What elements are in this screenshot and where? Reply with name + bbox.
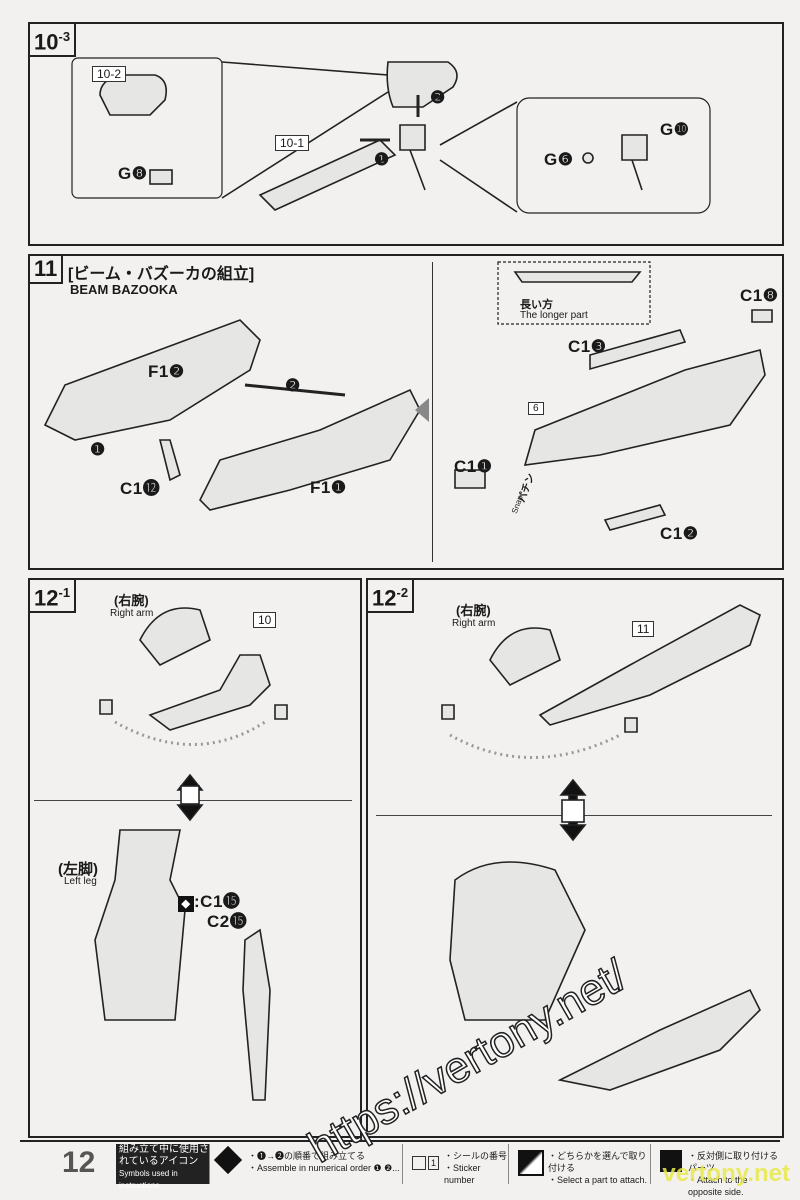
step-12-2-panel [366,578,784,1138]
right-arm-jp: (右腕) [114,593,149,608]
legend-sticker: 1 ・シールの番号 ・Sticker number [406,1144,509,1185]
left-leg [94,829,186,1021]
label-c1-15: ◆:C1⓯ [178,887,240,912]
page-number: 12 [62,1146,96,1179]
order-1: ❶ [90,440,106,459]
part-f1-2 [43,319,261,441]
step-11-title-jp: [ビーム・バズーカの組立] [68,266,255,283]
legend-title: 組み立て中に使用されているアイコン Symbols used in instru… [116,1144,210,1190]
part-g6 [582,152,594,164]
part-11-assembled [538,604,761,726]
right-arm-1 [139,607,211,667]
step-11-panel [28,254,784,570]
step-sub: -1 [58,585,71,600]
detail-box-g6 [516,97,711,214]
instruction-symbols-footer: 12 組み立て中に使用されているアイコン Symbols used in ins… [20,1140,780,1197]
c1-15-text: :C1⓯ [194,892,241,911]
bazooka-lower [557,988,761,1091]
sticker-icon [412,1156,426,1170]
step-12-1-number: 12-1 [28,578,77,614]
legend-opposite: ・反対側に取り付けるパーツ ・Attach to the opposite si… [656,1144,780,1197]
opposite-jp: ・反対側に取り付けるパーツ [688,1151,779,1173]
longer-part-box [497,261,651,325]
part-c1-1 [454,469,486,489]
label-c1-1: C1❶ [454,457,493,476]
step-11-number: 11 [28,254,64,284]
ref-10: 10 [253,612,277,628]
longer-part-en: The longer part [520,310,588,321]
label-c1-3: C1❸ [568,337,607,356]
part-g10 [621,134,648,191]
legend-jp: 組み立て中に使用されているアイコン [119,1144,209,1167]
longer-part-jp: 長い方 [520,299,553,311]
select-icon-2 [561,799,585,823]
watermark-corner: vertony.net [662,1160,790,1187]
sticker-jp: ・シールの番号 [444,1151,508,1161]
right-arm-2 [489,627,561,687]
label-f1-2: F1❷ [148,362,185,381]
label-f1-1: F1❶ [310,478,347,497]
step-num: 12 [372,585,397,611]
label-c2-15: C2⓯ [207,912,248,931]
step-10-3-panel [28,22,784,246]
ref-10-1: 10-1 [275,135,310,151]
detail-box-10-2 [71,57,223,199]
sticker-num-box: 1 [428,1156,440,1170]
label-g6: G❻ [544,150,574,169]
step-11-divider [432,262,433,562]
part-g8 [149,169,173,185]
part-c1-assembled [523,349,766,466]
select-en: ・Select a part to attach. [548,1175,648,1185]
step-11-title-en: BEAM BAZOOKA [70,282,178,297]
part-10-2 [99,74,168,116]
opposite-side-icon [660,1150,682,1172]
opposite-side-icon: ◆ [178,896,194,912]
sticker-number: 6 [528,402,544,415]
select-icon-1 [180,785,200,805]
step-12-1-panel [28,578,362,1138]
ref-10-2: 10-2 [92,66,127,82]
ref-11: 11 [632,621,655,637]
order-jp: ・❶→❷の順番で組み立てる [248,1151,366,1161]
left-leg-jp: (左脚) [58,861,98,878]
step-12-2-number: 12-2 [366,578,415,614]
legend-select: ・どちらかを選んで取り付ける ・Select a part to attach. [512,1144,651,1185]
label-g8: G❽ [118,164,148,183]
select-icon [518,1150,544,1176]
label-c1-2: C1❷ [660,524,699,543]
opposite-en: ・Attach to the opposite side. [688,1175,748,1197]
order-2: ❷ [430,88,446,107]
right-arm-jp: (右腕) [456,603,491,618]
part-c1-8 [751,309,773,323]
label-c1-12: C1⓬ [120,479,161,498]
label-c1-8: C1❽ [740,286,779,305]
left-leg-en: Left leg [64,876,97,887]
part-10-assembled [148,654,271,731]
step-sub: -3 [58,29,71,44]
order-icon [213,1145,243,1175]
right-arm-en: Right arm [452,618,496,629]
step-num: 12 [34,585,59,611]
label-g10: G❿ [660,120,690,139]
part-top [386,61,458,108]
part-c1-12 [158,439,181,482]
legend-en: Symbols used in instructions [119,1169,178,1190]
part-c1-3 [589,329,687,371]
torso [449,861,586,1021]
part-10-1-barrel [258,139,397,211]
next-arrow [415,398,429,422]
weapon-holster [242,928,271,1101]
step-num: 10 [34,29,59,55]
step-10-3-number: 10-3 [28,22,77,58]
order-1: ❶ [374,150,390,169]
legend-order: ・❶→❷の順番で組み立てる ・Assemble in numerical ord… [212,1144,403,1184]
right-arm-en: Right arm [110,608,154,619]
order-2: ❷ [285,376,301,395]
part-c1-2 [603,504,667,531]
part-10-1-grip [399,124,426,191]
step-sub: -2 [396,585,409,600]
select-jp: ・どちらかを選んで取り付ける [548,1151,647,1173]
order-en: ・Assemble in numerical order ❶ ❷... [248,1163,400,1173]
sticker-en: ・Sticker number [444,1163,481,1185]
